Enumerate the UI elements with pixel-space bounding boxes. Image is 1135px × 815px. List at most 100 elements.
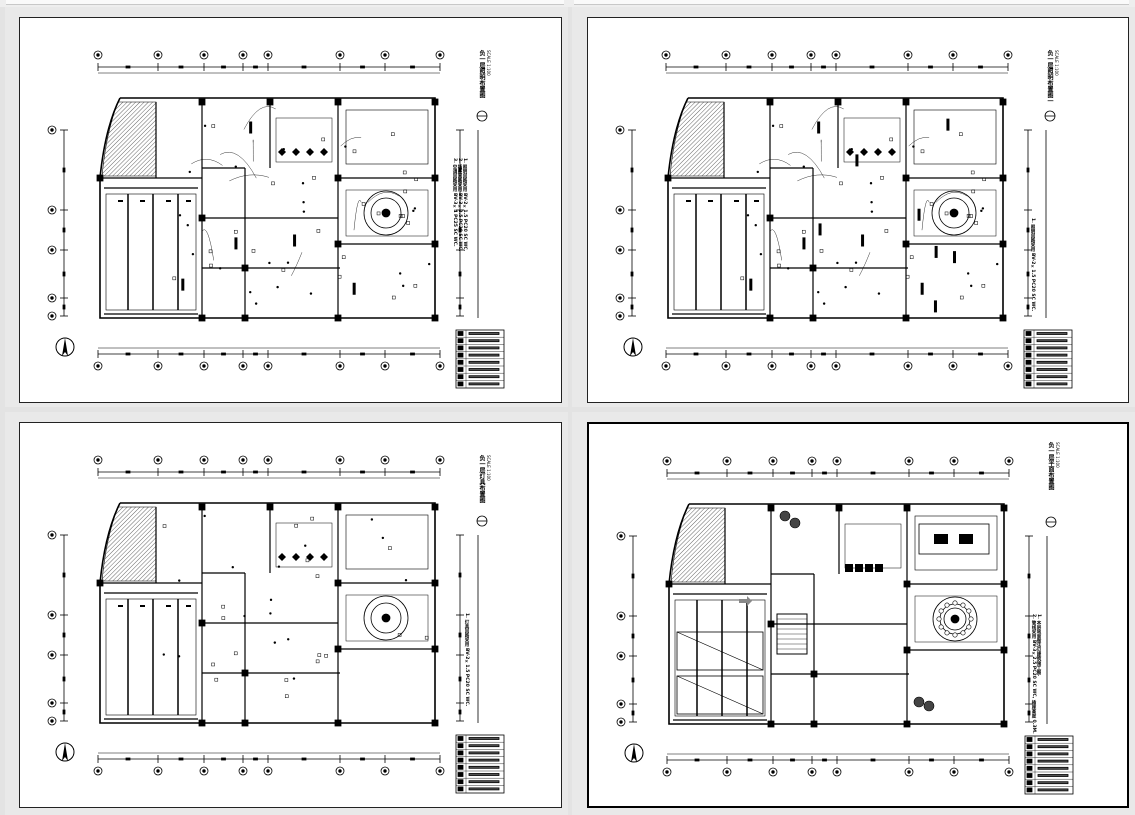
page-thumbnail-1[interactable]: 负一层照明布置图 SCALE 1:100 1. 照明回路采用 BV-2×1.5 … [19,17,562,403]
sofa-set [918,523,990,555]
diamond-light-symbol [278,553,286,561]
dining-chair [952,600,958,606]
wiring-line [220,152,257,179]
dining-ceiling-frame [913,189,997,237]
wiring-line [201,229,214,261]
strip-light-symbol [186,200,191,202]
legend-text [468,375,500,379]
sheet-notes: 1. 照明回路采用 BV-2×1.5 PC20 SC WC. [1030,218,1035,311]
circuit-label [861,234,865,247]
dim-text [790,758,795,762]
grid-bubble-dot [834,53,838,57]
light-fixture-symbol [302,210,306,213]
legend-symbol [457,345,464,351]
legend-symbol [457,736,464,741]
legend-text [1037,745,1069,749]
light-fixture-symbol [413,207,417,210]
light-fixture-symbol [912,145,915,148]
hatched-area [669,101,725,177]
light-fixture-symbol [309,292,313,295]
fixture-symbol [889,137,893,142]
structural-column [1000,504,1008,512]
grid-bubble-dot [618,296,622,300]
circuit-label [181,278,185,291]
grid-bubble-dot [619,720,623,724]
fixture-symbol [388,546,392,550]
circuit-label [352,282,356,295]
circuit-label [234,237,238,250]
dim-text [62,304,66,310]
fixture-symbol [969,214,973,218]
light-fixture-symbol [276,285,279,289]
diamond-light-symbol [306,553,314,561]
page-thumbnail-3[interactable]: 负一层灯具布置图 SCALE 1:100 1. 灯具回路采用 BV-2×1.5 … [19,422,562,808]
grid-bubble-dot [266,458,270,462]
dining-chair [960,630,966,636]
fixture-symbol [971,189,976,194]
dim-text [301,65,307,69]
circuit-label [749,278,753,291]
fixture-symbol [777,263,781,268]
light-fixture-symbol [178,579,181,582]
structural-column [834,98,842,106]
chair-symbol [875,564,883,572]
legend-symbol [457,772,464,777]
dim-text [631,573,635,579]
dim-text [1026,304,1030,310]
fixture-symbol [401,214,405,218]
dim-text [630,271,634,277]
light-fixture-symbol [786,267,790,270]
grid-bubble-dot [951,53,955,57]
dim-text [125,757,131,761]
dim-text [693,65,699,69]
fixture-symbol [341,255,346,259]
grid-bubble-dot [96,364,100,368]
light-fixture-symbol [243,614,246,618]
structural-column [96,579,104,587]
legend-text [1036,375,1068,379]
room-outline [843,117,901,163]
fixture-symbol [209,263,213,268]
legend-text [1037,788,1069,792]
structural-column [198,314,206,322]
legend-symbol [457,381,464,387]
dim-text [62,709,66,715]
grid-bubble-dot [202,53,206,57]
light-fixture-symbol [178,214,182,217]
dim-text [62,632,66,638]
structural-column [902,240,910,248]
dining-chair [966,624,972,630]
page-thumbnail-4[interactable]: 负一层平面布置图 SCALE 1:100 1. 本层地面做法见建筑施工图. 2.… [587,422,1129,808]
round-ceiling [931,190,977,236]
structural-column [903,504,911,512]
dim-text [301,352,307,356]
light-fixture-symbol [287,638,290,641]
page-thumbnail-2[interactable]: 负一层照明布置图一 SCALE 1:100 1. 照明回路采用 BV-2×1.5… [587,17,1129,403]
dining-chair [936,616,942,622]
legend-symbol [1025,345,1032,351]
grid-bubble-dot [809,364,813,368]
fixture-symbol [251,249,256,253]
structural-column [334,719,342,727]
grid-bubble-dot [1007,459,1011,463]
dim-text [221,65,226,69]
round-ceiling [932,596,978,642]
light-fixture-symbol [188,170,191,174]
dim-text [221,470,226,474]
structural-column [767,720,775,728]
fixture-symbol [294,523,298,528]
grid-bubble-dot [724,53,728,57]
grid-bubble-dot [202,458,206,462]
fixture-symbol [284,694,289,698]
light-fixture-symbol [398,272,402,275]
grid-bubble-dot [665,459,669,463]
light-fixture-symbol [877,292,881,295]
light-fixture-symbol [203,514,206,518]
dim-text [410,65,415,69]
legend-symbol [457,786,464,792]
legend-text [1036,332,1068,335]
structural-column [241,719,249,727]
legend-text [468,758,500,762]
wiring-line [367,192,400,203]
grid-bubble-dot [1006,364,1010,368]
